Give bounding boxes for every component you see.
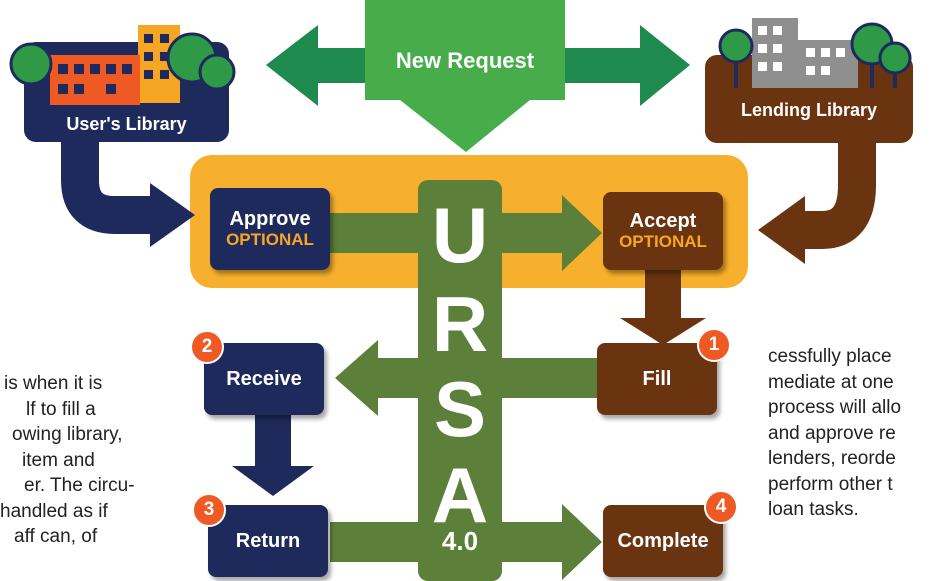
receive-step: Receive xyxy=(204,343,324,415)
new-request-label: New Request xyxy=(395,48,535,73)
left-text-line: handled as if xyxy=(0,500,108,522)
ursa-letter-u: U xyxy=(431,191,489,279)
right-text-line: process will allo xyxy=(768,397,902,418)
accept-fill-arrow-body xyxy=(645,262,681,322)
return-step-number: 3 xyxy=(192,493,226,527)
complete-label: Complete xyxy=(617,530,709,552)
left-text-line: item and xyxy=(22,449,95,471)
approve-step: Approve OPTIONAL xyxy=(210,188,330,270)
complete-step: Complete xyxy=(603,505,723,577)
receive-return-arrow-body xyxy=(255,412,291,472)
left-text-line: is when it is xyxy=(4,373,103,394)
return-label: Return xyxy=(235,530,301,552)
ursa-version: 4.0 xyxy=(441,526,479,556)
left-text-line: lf to fill a xyxy=(26,398,96,420)
left-text-line: owing library, xyxy=(12,424,123,445)
ursa-bar xyxy=(418,180,502,581)
left-text-line: aff can, of xyxy=(14,526,98,547)
accept-step: Accept OPTIONAL xyxy=(603,192,723,270)
users-library-arrowhead xyxy=(150,183,195,247)
fill-step-number: 1 xyxy=(697,328,731,362)
return-complete-arrowhead xyxy=(562,504,602,580)
fill-step: Fill xyxy=(597,343,717,415)
ursa-letter-a: A xyxy=(431,451,489,539)
fill-label: Fill xyxy=(642,368,672,390)
approve-label: Approve xyxy=(229,208,311,230)
users-library-building-icon xyxy=(9,25,236,142)
ursa-letter-s: S xyxy=(433,365,487,453)
lending-library-label: Lending Library xyxy=(740,100,877,120)
users-library-arrow xyxy=(61,140,158,234)
right-text-line: perform other t xyxy=(768,473,893,495)
lending-library-arrow xyxy=(800,140,876,249)
return-step: Return xyxy=(208,505,328,577)
right-text-line: cessfully place xyxy=(768,346,892,367)
new-request-down-arrow xyxy=(400,100,530,152)
accept-optional-label: OPTIONAL xyxy=(619,232,707,251)
accept-label: Accept xyxy=(629,210,697,232)
right-body-text: cessfully place mediate at one process w… xyxy=(768,344,901,523)
new-request-box xyxy=(365,0,565,100)
lending-library-building-icon xyxy=(705,18,913,143)
left-body-text: is when it is lf to fill a owing library… xyxy=(0,371,135,550)
receive-step-number: 2 xyxy=(190,330,224,364)
left-text-line: er. The circu- xyxy=(24,475,135,496)
lending-library-arrowhead xyxy=(758,196,805,264)
right-text-line: loan tasks. xyxy=(768,499,859,520)
approve-optional-label: OPTIONAL xyxy=(226,230,314,249)
right-text-line: lenders, reorde xyxy=(768,448,896,469)
approve-accept-arrowhead xyxy=(562,195,602,271)
receive-return-arrowhead xyxy=(232,466,314,496)
users-library-label: User's Library xyxy=(66,114,187,134)
complete-step-number: 4 xyxy=(704,490,738,524)
right-text-line: and approve re xyxy=(768,422,896,444)
accept-fill-arrowhead xyxy=(620,318,706,345)
right-text-line: mediate at one xyxy=(768,371,894,393)
fill-receive-arrowhead xyxy=(335,340,378,416)
ursa-letter-r: R xyxy=(431,280,489,368)
receive-label: Receive xyxy=(226,368,302,390)
